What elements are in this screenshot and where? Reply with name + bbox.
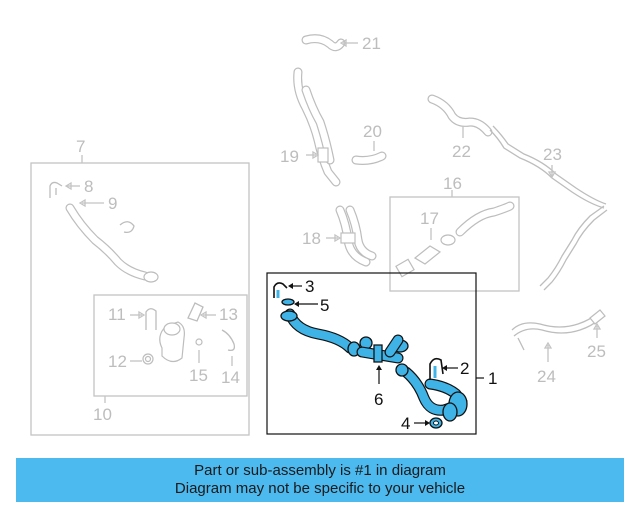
group-10-box xyxy=(93,294,248,397)
callout-11[interactable]: 11 xyxy=(108,305,126,324)
banner-line-1: Part or sub-assembly is #1 in diagram xyxy=(194,462,446,479)
part-18: 18 xyxy=(302,205,377,267)
banner-line-2: Diagram may not be specific to your vehi… xyxy=(174,480,466,497)
callout-8[interactable]: 8 xyxy=(84,177,93,196)
group-upper-right: 22 23 xyxy=(427,94,608,291)
callout-13[interactable]: 13 xyxy=(219,305,238,324)
group-upper-middle: 21 19 20 xyxy=(280,34,387,187)
group-lower-right: 24 25 xyxy=(511,309,606,386)
callout-21[interactable]: 21 xyxy=(362,34,381,53)
callout-7[interactable]: 7 xyxy=(76,137,85,156)
part-1-hose-lower xyxy=(395,363,468,422)
callout-6[interactable]: 6 xyxy=(374,390,383,409)
callout-5[interactable]: 5 xyxy=(320,296,329,315)
callout-17[interactable]: 17 xyxy=(420,209,439,228)
callout-25[interactable]: 25 xyxy=(587,342,606,361)
group-16: 16 17 xyxy=(389,174,520,292)
group-16-box xyxy=(389,196,520,292)
info-banner: Part or sub-assembly is #1 in diagram Di… xyxy=(16,458,624,502)
part-1-hose-upper xyxy=(280,308,373,357)
callout-20[interactable]: 20 xyxy=(363,122,382,141)
callout-1[interactable]: 1 xyxy=(488,369,497,388)
part-4-oring xyxy=(429,417,443,429)
callout-19[interactable]: 19 xyxy=(280,147,299,166)
callout-18[interactable]: 18 xyxy=(302,229,321,248)
callout-16[interactable]: 16 xyxy=(443,174,462,193)
parts-diagram: 7 8 9 10 11 12 xyxy=(30,34,608,436)
callout-2[interactable]: 2 xyxy=(460,359,469,378)
part-2-clip xyxy=(429,357,444,380)
group-7: 7 8 9 10 11 12 xyxy=(30,137,250,436)
callout-24[interactable]: 24 xyxy=(537,367,556,386)
group-1-box xyxy=(266,272,477,435)
part-3-clip xyxy=(273,282,288,298)
callout-9[interactable]: 9 xyxy=(108,194,117,213)
callout-12[interactable]: 12 xyxy=(108,352,127,371)
callout-3[interactable]: 3 xyxy=(305,277,314,296)
callout-22[interactable]: 22 xyxy=(452,142,471,161)
group-7-box xyxy=(30,162,250,436)
callout-23[interactable]: 23 xyxy=(543,145,562,164)
callout-10[interactable]: 10 xyxy=(93,405,112,424)
part-6-connector xyxy=(356,334,409,364)
callout-4[interactable]: 4 xyxy=(401,414,410,433)
part-group-10-fitting xyxy=(159,302,204,363)
part-group-7-hose xyxy=(65,203,159,283)
callout-15[interactable]: 15 xyxy=(189,366,208,385)
part-8-clip xyxy=(49,181,63,198)
callout-14[interactable]: 14 xyxy=(221,368,240,387)
group-1-highlighted[interactable]: 1 3 5 6 xyxy=(266,272,497,435)
